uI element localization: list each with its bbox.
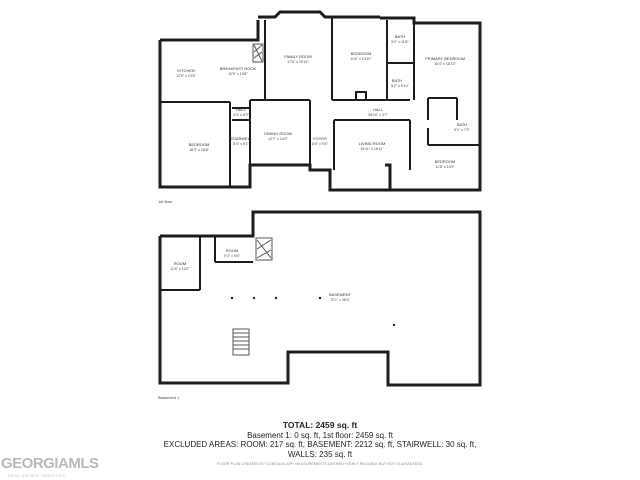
room-dims-dining-room: 12'7" x 14'0" xyxy=(268,137,288,141)
disclaimer-text: FLOOR PLAN CREATED BY CUBICASA APP. MEAS… xyxy=(216,462,424,466)
room-dims-primary-bedroom: 15'4" x 18'10" xyxy=(434,62,456,66)
room-name-room-2: ROOM xyxy=(226,248,238,253)
room-dims-bedroom-1: 11'6" x 14'10" xyxy=(350,57,372,61)
area-breakdown-line: Basement 1: 0 sq. ft, 1st floor: 2459 sq… xyxy=(247,431,393,440)
room-dims-hall-2: 26'10" x 3'7" xyxy=(368,113,388,117)
room-dims-room-1: 11'6" x 13'2" xyxy=(170,267,190,271)
room-dims-basement: 72'1" x 36'4" xyxy=(330,298,350,302)
room-dims-room-2: 9'3" x 5'6" xyxy=(224,254,240,258)
logo-main-text: GEORGIAMLS xyxy=(1,455,99,472)
room-name-hall-1: HALL xyxy=(236,107,247,112)
room-dims-foyer: 8'0" x 9'5" xyxy=(312,142,328,146)
room-name-dining-room: DINING ROOM xyxy=(264,131,292,136)
first-floor-labels: KITCHEN 12'0" x 13'6" BREAKFAST NOOK 11'… xyxy=(158,34,471,204)
first-floor-plan xyxy=(158,10,482,192)
room-dims-hall-1: 3'4" x 5'0" xyxy=(233,113,249,117)
room-name-primary-bedroom: PRIMARY BEDROOM xyxy=(425,56,465,61)
room-name-living-room: LIVING ROOM xyxy=(359,141,386,146)
room-dims-bedroom-3: 11'8" x 10'9" xyxy=(435,165,455,169)
room-name-kitchen: KITCHEN xyxy=(177,68,195,73)
logo-sub-text: REAL ESTATE SERVICES xyxy=(8,474,66,478)
room-dims-kitchen: 12'0" x 13'6" xyxy=(176,74,196,78)
total-area: TOTAL: 2459 sq. ft xyxy=(282,420,358,430)
room-dims-stairwell: 3'4" x 8'1" xyxy=(233,142,249,146)
room-name-bedroom-2: BEDROOM xyxy=(189,142,210,147)
first-floor-label: 1st floor xyxy=(158,199,173,204)
room-name-basement: BASEMENT xyxy=(329,292,352,297)
room-dims-breakfast-nook: 11'5" x 13'6" xyxy=(228,72,248,76)
room-name-bedroom-1: BEDROOM xyxy=(351,51,372,56)
room-dims-bath-1: 5'2" x 11'8" xyxy=(391,40,409,44)
room-name-hall-2: HALL xyxy=(373,107,384,112)
excluded-areas-line: EXCLUDED AREAS: ROOM: 217 sq. ft, BASEME… xyxy=(163,440,477,449)
basement-plan xyxy=(158,210,482,387)
room-dims-family-room: 17'6" x 19'11" xyxy=(287,60,309,64)
room-dims-bath-2: 5'2" x 6'10" xyxy=(391,84,409,88)
room-name-bedroom-3: BEDROOM xyxy=(435,159,456,164)
room-name-foyer: FOYER xyxy=(313,136,327,141)
room-name-room-1: ROOM xyxy=(174,261,186,266)
room-name-family-room: FAMILY ROOM xyxy=(284,54,311,59)
room-dims-living-room: 16'11" x 16'11" xyxy=(360,147,384,151)
basement-floor-label: Basement 1 xyxy=(158,395,180,400)
basement-labels: ROOM 11'6" x 13'2" ROOM 9'3" x 5'6" BASE… xyxy=(158,248,352,400)
georgiamls-logo: GEORGIAMLS REAL ESTATE SERVICES xyxy=(0,455,99,480)
room-name-bath-1: BATH xyxy=(395,34,405,39)
room-dims-bath-3: 9'1" x 7'2" xyxy=(454,128,470,132)
room-name-bath-2: BATH xyxy=(392,78,402,83)
room-name-breakfast-nook: BREAKFAST NOOK xyxy=(220,66,257,71)
walls-area-line: WALLS: 235 sq. ft xyxy=(287,450,353,459)
room-name-bath-3: BATH xyxy=(457,122,467,127)
room-dims-bedroom-2: 16'3" x 16'8" xyxy=(189,148,209,152)
room-name-stairwell: STAIRWELL xyxy=(230,136,253,141)
